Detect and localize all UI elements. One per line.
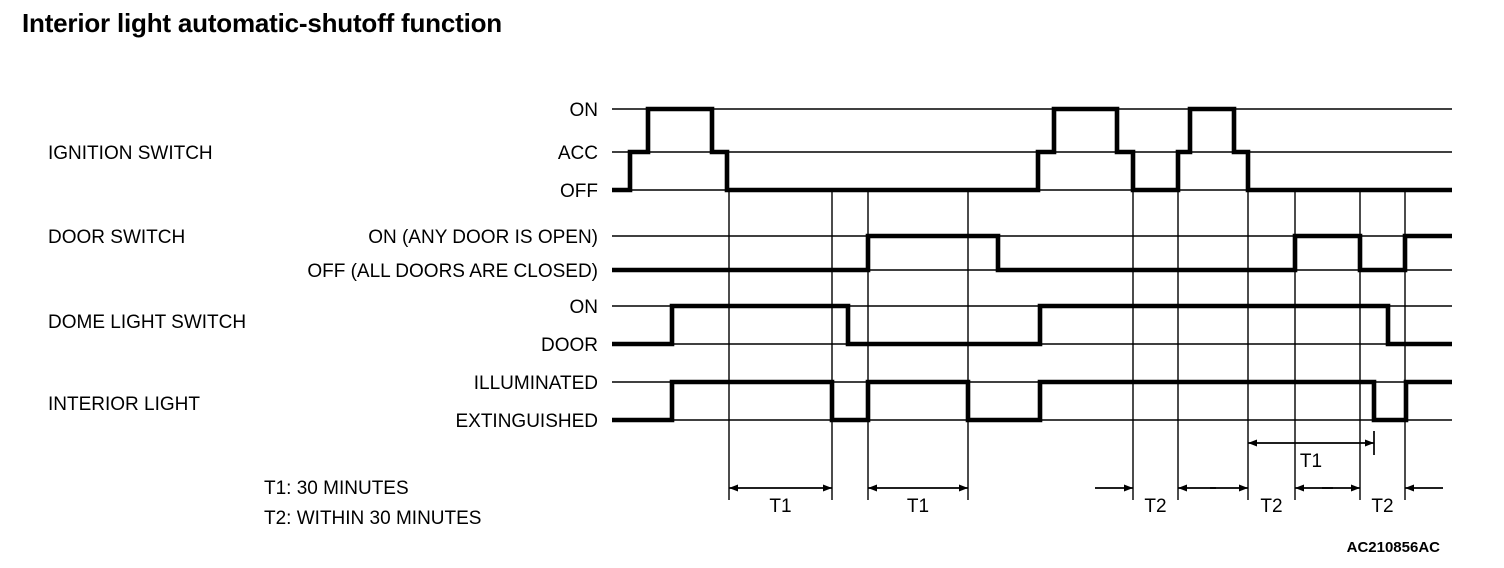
legend-line-t2: T2: WITHIN 30 MINUTES (264, 508, 481, 529)
legend-line-t1: T1: 30 MINUTES (264, 478, 409, 499)
level-label-ignition-on: ON (570, 100, 599, 121)
group-label-dome-light-switch: DOME LIGHT SWITCH (48, 312, 246, 333)
duration-label: T2 (1260, 496, 1282, 517)
duration-marker-t1-0: T1 (729, 484, 832, 517)
waveform-interior-light (612, 379, 1452, 423)
page-title: Interior light automatic-shutoff functio… (22, 8, 502, 38)
level-label-dome-door: DOOR (541, 335, 598, 356)
level-label-light-illuminated: ILLUMINATED (474, 373, 598, 394)
waveform-ignition-switch (612, 106, 1452, 193)
duration-label: T1 (769, 496, 791, 517)
level-labels: ON ACC OFF ON (ANY DOOR IS OPEN) OFF (AL… (307, 100, 598, 432)
duration-label: T1 (907, 496, 929, 517)
level-baselines (612, 108, 1452, 421)
duration-marker-t2-3: T2 (1210, 484, 1333, 517)
duration-label: T2 (1144, 496, 1166, 517)
level-label-door-on: ON (ANY DOOR IS OPEN) (368, 227, 598, 248)
group-label-ignition-switch: IGNITION SWITCH (48, 143, 213, 164)
legend: T1: 30 MINUTES T2: WITHIN 30 MINUTES (264, 478, 481, 529)
waveform-traces (612, 106, 1452, 423)
duration-marker-t2-2: T2 (1095, 484, 1216, 517)
reference-code: AC210856AC (1347, 539, 1441, 556)
group-labels: IGNITION SWITCH DOOR SWITCH DOME LIGHT S… (48, 143, 246, 415)
waveform-door-switch (612, 233, 1452, 273)
duration-label: T2 (1371, 496, 1393, 517)
duration-marker-t2-5: T2 (1322, 484, 1443, 517)
level-label-door-off: OFF (ALL DOORS ARE CLOSED) (307, 261, 598, 282)
group-label-interior-light: INTERIOR LIGHT (48, 394, 200, 415)
waveform-dome-light-switch (612, 303, 1452, 347)
duration-marker-t1-4: T1 (1248, 431, 1375, 472)
duration-marker-t1-1: T1 (868, 484, 968, 517)
group-label-door-switch: DOOR SWITCH (48, 227, 185, 248)
level-label-dome-on: ON (570, 297, 599, 318)
level-label-ignition-acc: ACC (558, 143, 598, 164)
level-label-ignition-off: OFF (560, 181, 598, 202)
level-label-light-extinguished: EXTINGUISHED (455, 411, 598, 432)
duration-label: T1 (1300, 451, 1322, 472)
